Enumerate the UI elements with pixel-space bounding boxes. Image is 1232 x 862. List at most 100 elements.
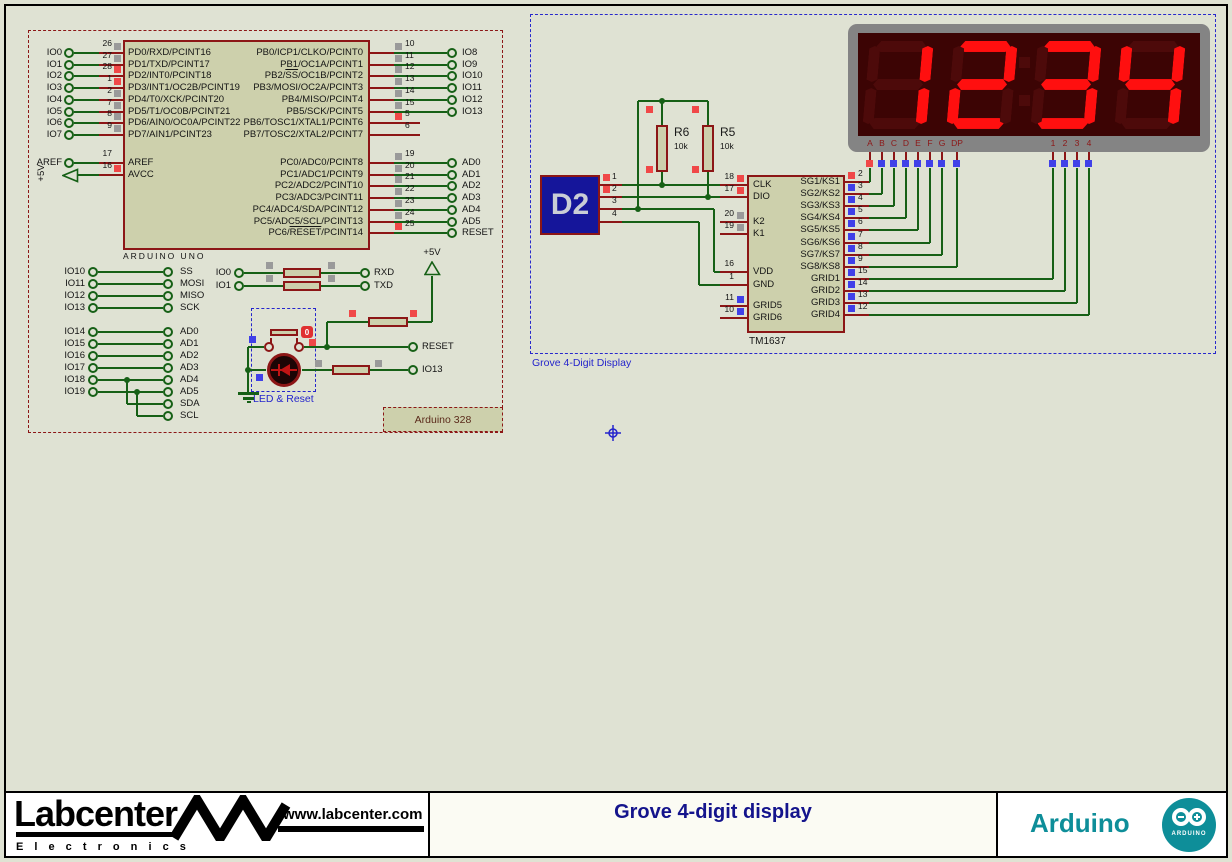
reset-button-cap[interactable]: [270, 329, 298, 336]
wire[interactable]: [869, 254, 942, 256]
terminal[interactable]: [163, 303, 173, 313]
wire[interactable]: [327, 321, 368, 323]
terminal[interactable]: [64, 158, 74, 168]
wire[interactable]: [74, 87, 99, 89]
terminal[interactable]: [447, 181, 457, 191]
wire[interactable]: [248, 369, 266, 371]
wire[interactable]: [881, 168, 883, 194]
wire[interactable]: [137, 415, 163, 417]
terminal[interactable]: [88, 351, 98, 361]
wire[interactable]: [127, 403, 163, 405]
wire[interactable]: [98, 307, 163, 309]
wire[interactable]: [98, 391, 163, 393]
terminal[interactable]: [234, 268, 244, 278]
tm1637-chip-body[interactable]: [747, 175, 845, 333]
wire[interactable]: [98, 379, 163, 381]
wire[interactable]: [394, 52, 447, 54]
terminal[interactable]: [264, 342, 274, 352]
terminal[interactable]: [88, 339, 98, 349]
wire[interactable]: [78, 174, 99, 176]
terminal[interactable]: [163, 291, 173, 301]
wire[interactable]: [248, 346, 264, 348]
terminal[interactable]: [163, 399, 173, 409]
resistor-r6-body[interactable]: [656, 125, 668, 172]
wire[interactable]: [869, 217, 906, 219]
terminal[interactable]: [447, 107, 457, 117]
wire[interactable]: [394, 162, 447, 164]
wire[interactable]: [394, 174, 447, 176]
terminal[interactable]: [163, 279, 173, 289]
wire[interactable]: [394, 197, 447, 199]
wire[interactable]: [1088, 168, 1090, 315]
wire[interactable]: [74, 134, 99, 136]
wire[interactable]: [394, 99, 447, 101]
wire[interactable]: [905, 168, 907, 218]
wire[interactable]: [869, 205, 894, 207]
wire[interactable]: [699, 284, 720, 286]
wire[interactable]: [394, 232, 447, 234]
terminal[interactable]: [163, 363, 173, 373]
terminal[interactable]: [447, 95, 457, 105]
wire[interactable]: [698, 222, 700, 285]
led[interactable]: [267, 353, 301, 387]
terminal[interactable]: [447, 158, 457, 168]
terminal[interactable]: [234, 281, 244, 291]
wire[interactable]: [638, 100, 708, 102]
wire[interactable]: [893, 168, 895, 206]
terminal[interactable]: [88, 291, 98, 301]
terminal[interactable]: [88, 279, 98, 289]
wire[interactable]: [707, 172, 709, 197]
wire[interactable]: [869, 278, 1053, 280]
wire[interactable]: [394, 185, 447, 187]
terminal[interactable]: [408, 342, 418, 352]
wire[interactable]: [1076, 168, 1078, 303]
wire[interactable]: [394, 111, 447, 113]
wire[interactable]: [622, 184, 720, 186]
wire[interactable]: [74, 75, 99, 77]
wire[interactable]: [869, 229, 918, 231]
wire[interactable]: [394, 221, 447, 223]
wire[interactable]: [74, 111, 99, 113]
terminal[interactable]: [447, 71, 457, 81]
wire[interactable]: [869, 242, 930, 244]
terminal[interactable]: [64, 71, 74, 81]
wire[interactable]: [74, 64, 99, 66]
terminal[interactable]: [163, 267, 173, 277]
wire[interactable]: [661, 101, 663, 125]
wire[interactable]: [74, 52, 99, 54]
wire[interactable]: [394, 64, 447, 66]
wire[interactable]: [869, 290, 1065, 292]
terminal[interactable]: [88, 387, 98, 397]
wire[interactable]: [98, 283, 163, 285]
terminal[interactable]: [64, 118, 74, 128]
wire[interactable]: [713, 209, 715, 272]
atmega328-chip-body[interactable]: [123, 40, 370, 250]
terminal[interactable]: [64, 130, 74, 140]
terminal[interactable]: [163, 339, 173, 349]
resistor[interactable]: [283, 268, 321, 278]
terminal[interactable]: [447, 48, 457, 58]
wire[interactable]: [941, 168, 943, 255]
wire[interactable]: [707, 101, 709, 125]
wire[interactable]: [869, 168, 871, 182]
terminal[interactable]: [447, 170, 457, 180]
terminal[interactable]: [88, 375, 98, 385]
wire[interactable]: [394, 209, 447, 211]
wire[interactable]: [869, 314, 1089, 316]
wire[interactable]: [98, 355, 163, 357]
terminal[interactable]: [64, 83, 74, 93]
wire[interactable]: [74, 99, 99, 101]
wire[interactable]: [431, 276, 433, 322]
wire[interactable]: [1064, 168, 1066, 291]
arduino-328-box[interactable]: Arduino 328: [383, 407, 503, 432]
terminal[interactable]: [88, 303, 98, 313]
wire[interactable]: [394, 87, 447, 89]
resistor[interactable]: [368, 317, 408, 327]
wire[interactable]: [304, 346, 408, 348]
wire[interactable]: [622, 221, 699, 223]
terminal[interactable]: [294, 342, 304, 352]
terminal[interactable]: [360, 268, 370, 278]
terminal[interactable]: [88, 363, 98, 373]
wire[interactable]: [98, 331, 163, 333]
terminal[interactable]: [163, 375, 173, 385]
